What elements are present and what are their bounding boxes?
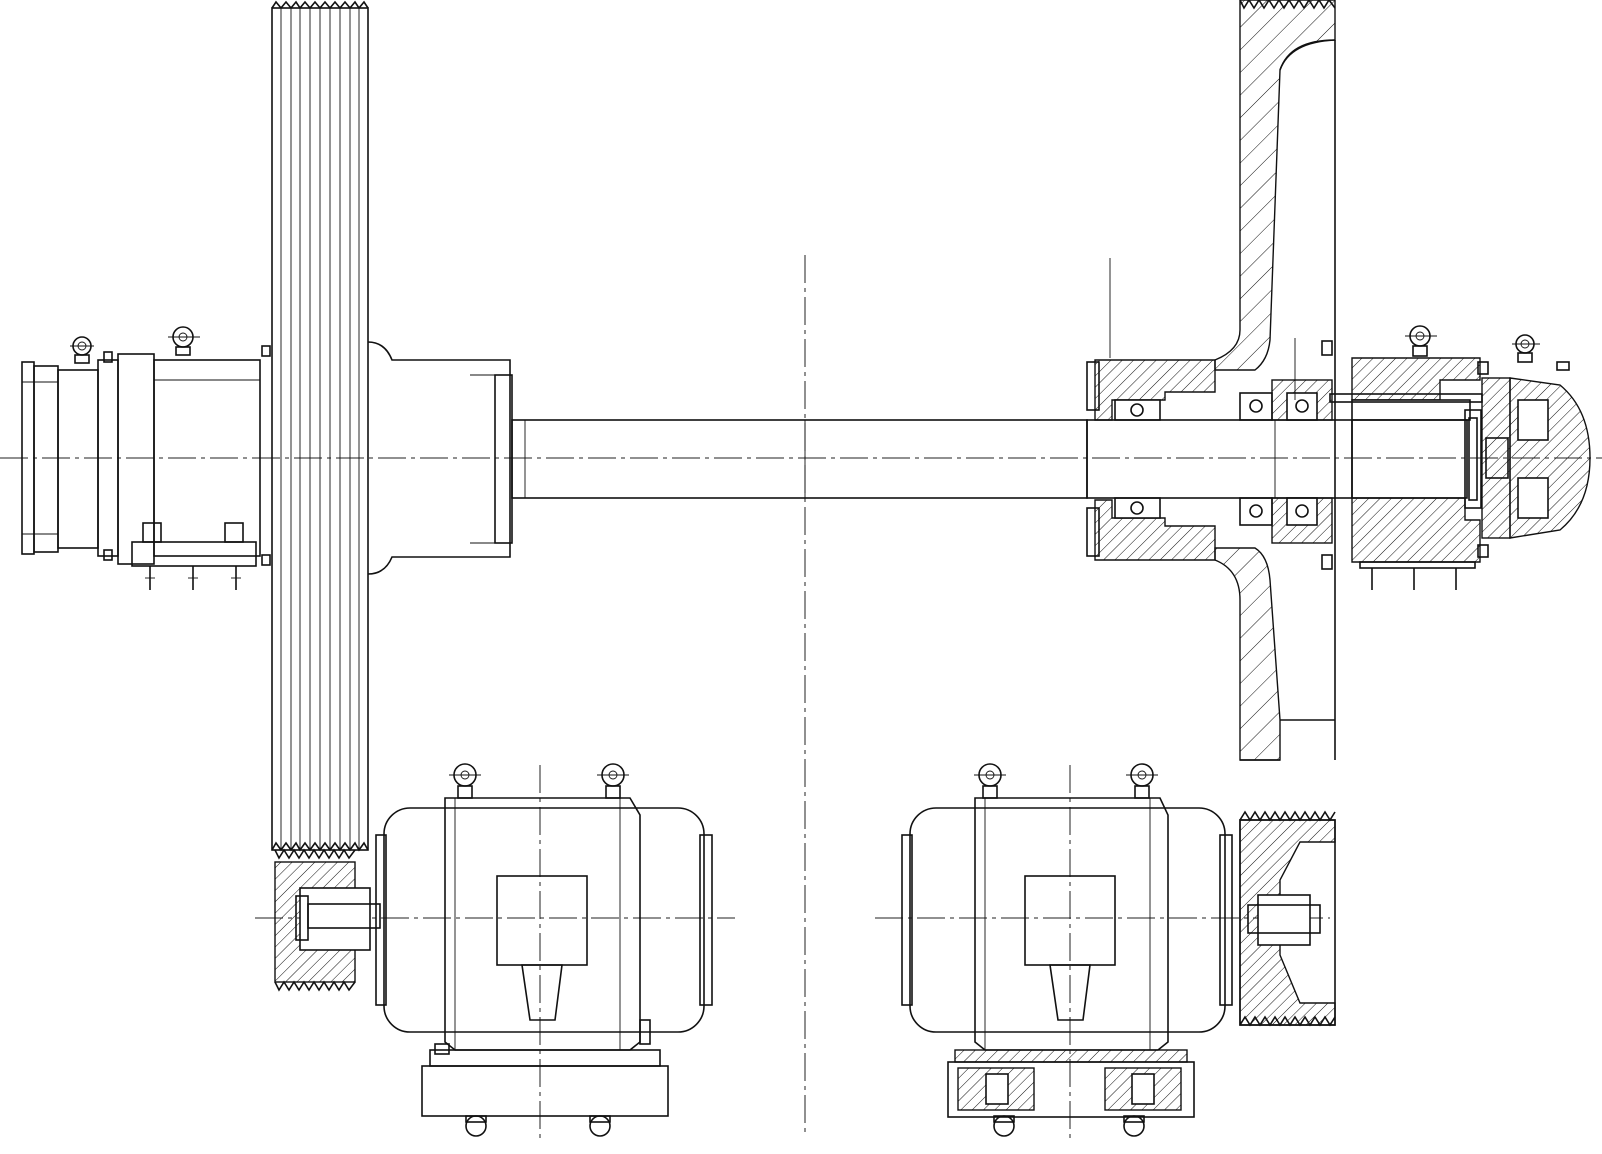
lifting-eye-icon xyxy=(1405,325,1437,357)
lifting-eye-icon xyxy=(974,763,1006,799)
left-motor xyxy=(375,797,713,1117)
left-end-cover xyxy=(21,345,271,590)
right-motor xyxy=(901,797,1233,1118)
lifting-eye-icon xyxy=(597,763,629,799)
left-motor-pulley xyxy=(274,848,381,992)
right-motor-pulley xyxy=(1239,810,1336,1027)
main-shaft xyxy=(511,419,1088,499)
foot-wheels xyxy=(465,1115,611,1137)
right-coupling-section xyxy=(1329,357,1591,569)
foot-wheels xyxy=(993,1115,1145,1137)
lifting-eye-icon xyxy=(168,326,200,356)
left-multigroove-belt xyxy=(271,0,369,852)
lifting-eye-icon xyxy=(449,763,481,799)
lifting-eye-icon xyxy=(1512,334,1540,363)
right-bearing-housing-section xyxy=(1086,359,1353,561)
right-pulley-web-section xyxy=(1214,0,1336,761)
lifting-eye-icon xyxy=(70,336,94,364)
anchor-bolts xyxy=(1109,258,1457,590)
lifting-eye-icon xyxy=(1126,763,1158,799)
